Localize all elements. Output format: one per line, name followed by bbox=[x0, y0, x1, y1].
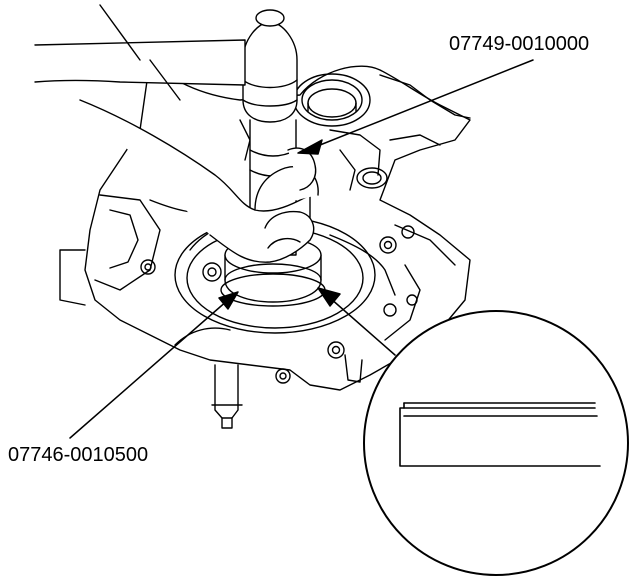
arrowhead-attachment bbox=[218, 291, 239, 310]
leader-lines bbox=[69, 59, 534, 439]
transmission-housing bbox=[59, 59, 471, 429]
arrowhead-detail bbox=[317, 287, 341, 307]
detail-magnifier bbox=[363, 310, 629, 576]
leader-line-driver bbox=[314, 59, 534, 148]
gripping-hand bbox=[34, 4, 319, 263]
driver-part-number-label: 07749-0010000 bbox=[449, 33, 590, 55]
attachment-part-number-label: 07746-0010500 bbox=[8, 444, 149, 466]
leader-line-attachment bbox=[69, 299, 229, 439]
arrowhead-driver bbox=[297, 139, 323, 155]
seal-cross-section bbox=[399, 402, 601, 467]
leader-line-detail bbox=[329, 297, 396, 356]
upper-bore bbox=[293, 73, 471, 189]
